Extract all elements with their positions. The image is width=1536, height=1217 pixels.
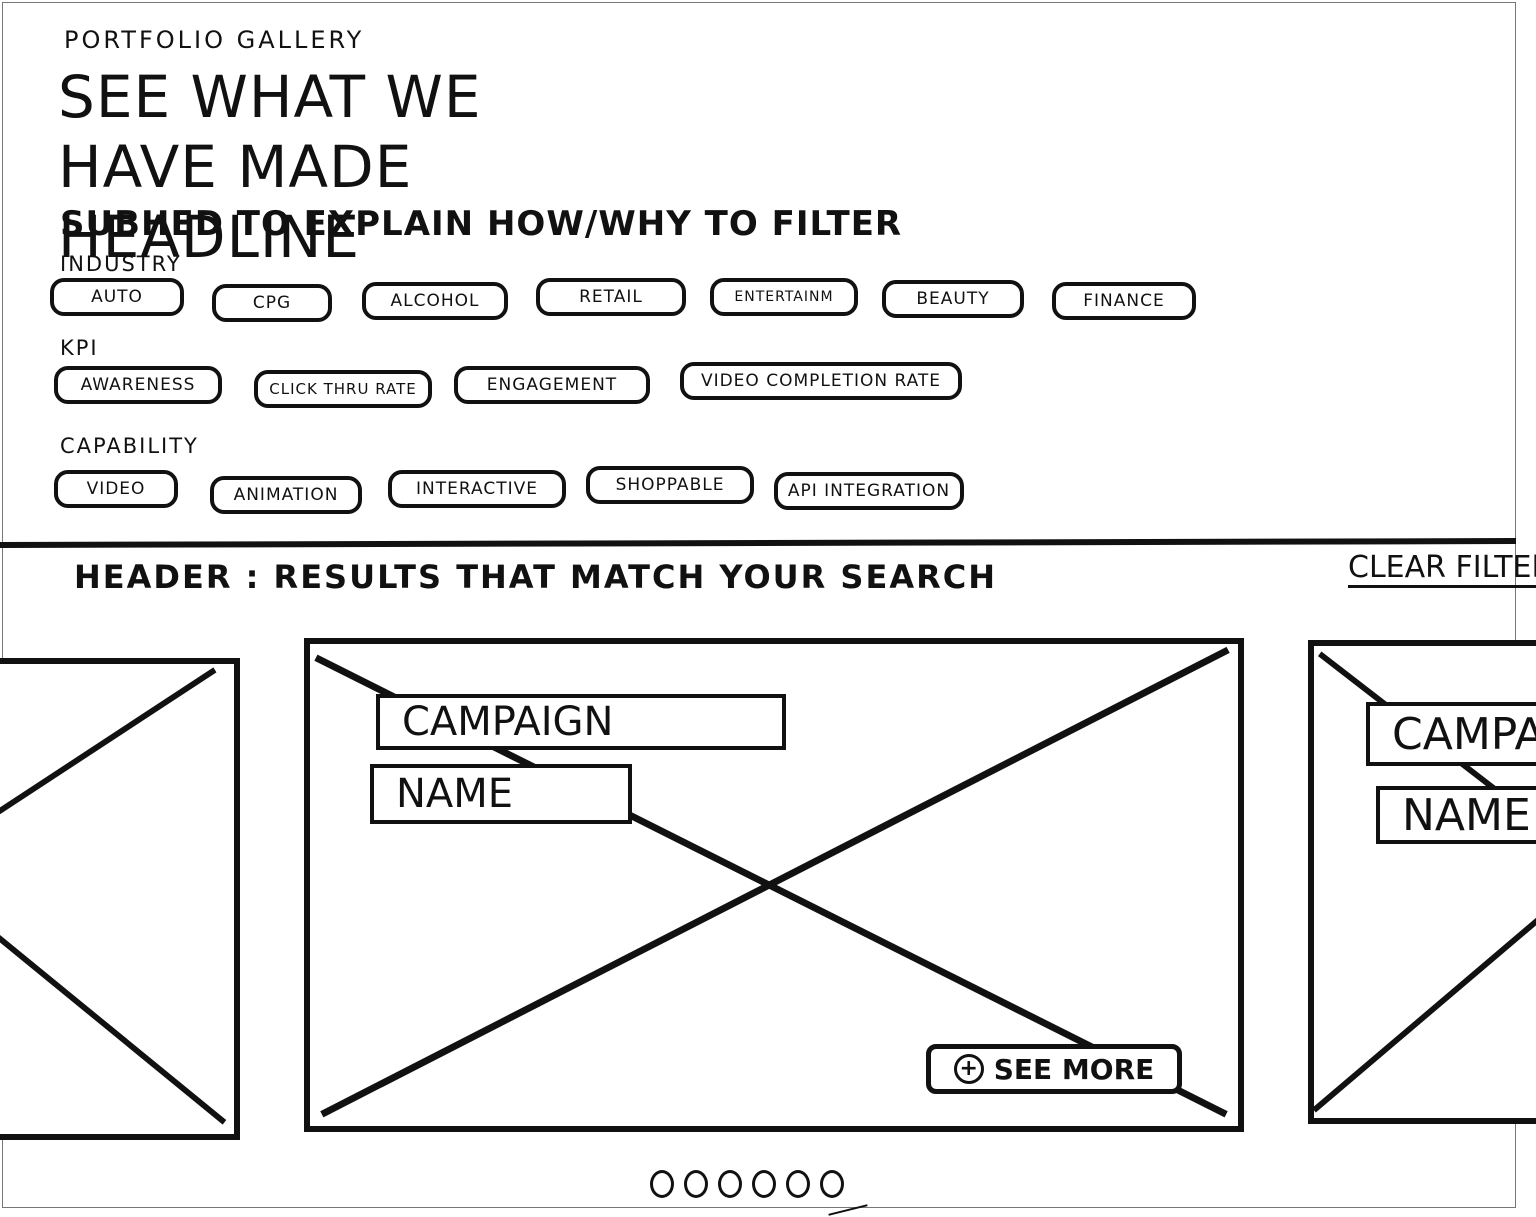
- pagination-dot-5[interactable]: [786, 1170, 810, 1198]
- see-more-label: See more: [993, 1052, 1155, 1086]
- chip-industry-alcohol[interactable]: Alcohol: [362, 282, 508, 320]
- page-subhead: Subhed to explain how/why to filter: [60, 204, 903, 244]
- name-label: Name: [370, 764, 632, 824]
- carousel-card-previous[interactable]: [0, 658, 240, 1140]
- headline-line-2: have made headline: [58, 133, 413, 271]
- image-placeholder-icon: [0, 667, 227, 1125]
- pagination-dot-1[interactable]: [650, 1170, 674, 1198]
- plus-circle-icon: +: [953, 1054, 984, 1084]
- chip-capability-interactive[interactable]: Interactive: [388, 470, 566, 508]
- chip-industry-retail[interactable]: Retail: [536, 278, 686, 316]
- see-more-button[interactable]: + See more: [926, 1044, 1182, 1094]
- chip-kpi-click-thru-rate[interactable]: Click thru rate: [254, 370, 432, 408]
- campaign-label: Campaign: [376, 694, 786, 750]
- pagination-dot-2[interactable]: [684, 1170, 708, 1198]
- carousel-card-next[interactable]: Campa Name: [1308, 640, 1536, 1124]
- page-headline: See what we have made headline: [58, 62, 678, 272]
- chip-capability-animation[interactable]: Animation: [210, 476, 362, 514]
- chip-industry-auto[interactable]: Auto: [50, 278, 184, 316]
- chip-industry-cpg[interactable]: CPG: [212, 284, 332, 322]
- name-label: Name: [1376, 786, 1536, 844]
- chip-capability-api-integration[interactable]: API integration: [774, 472, 964, 510]
- chip-industry-finance[interactable]: Finance: [1052, 282, 1196, 320]
- chip-capability-video[interactable]: Video: [54, 470, 178, 508]
- capability-label: Capability: [60, 434, 199, 458]
- results-header: Header : Results that match your search: [74, 558, 997, 596]
- headline-line-1: See what we: [58, 63, 482, 131]
- campaign-label: Campa: [1366, 702, 1536, 766]
- page-frame: [2, 2, 1516, 1208]
- chip-capability-shoppable[interactable]: Shoppable: [586, 466, 754, 504]
- pagination-dot-3[interactable]: [718, 1170, 742, 1198]
- eyebrow-label: Portfolio Gallery: [64, 26, 365, 54]
- chip-industry-beauty[interactable]: Beauty: [882, 280, 1024, 318]
- chip-industry-entertainment[interactable]: Entertainm: [710, 278, 858, 316]
- pagination-dot-6[interactable]: [820, 1170, 844, 1198]
- kpi-label: KPI: [60, 336, 99, 360]
- industry-label: Industry: [60, 252, 182, 276]
- carousel-card-active[interactable]: Campaign Name + See more: [304, 638, 1244, 1132]
- clear-filters-link[interactable]: Clear filters: [1348, 550, 1536, 585]
- pagination-dot-4[interactable]: [752, 1170, 776, 1198]
- chip-kpi-engagement[interactable]: Engagement: [454, 366, 650, 404]
- chip-kpi-video-completion-rate[interactable]: Video completion rate: [680, 362, 962, 400]
- chip-kpi-awareness[interactable]: Awareness: [54, 366, 222, 404]
- carousel-pagination: [650, 1170, 844, 1198]
